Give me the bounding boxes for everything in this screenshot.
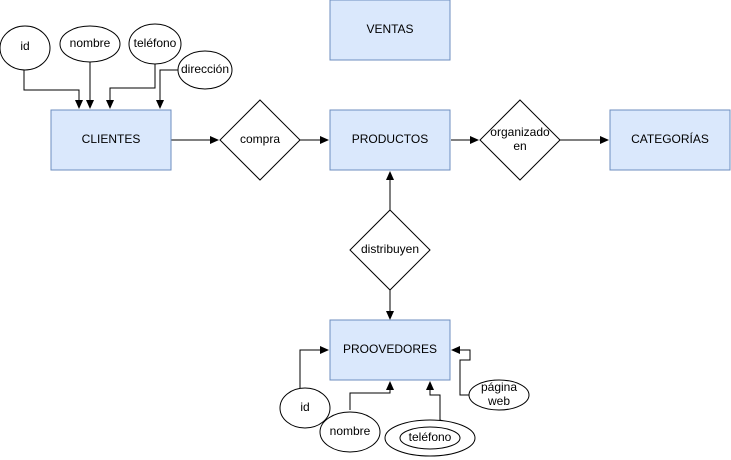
relationship-distribuyen[interactable]: distribuyen bbox=[349, 209, 431, 291]
entity-proovedores-label: PROOVEDORES bbox=[343, 342, 437, 356]
relationship-compra[interactable]: compra bbox=[219, 99, 301, 181]
relationship-organizado-label-1: organizado bbox=[490, 125, 550, 139]
attr-proovedores-telefono-label: teléfono bbox=[409, 430, 452, 444]
entity-proovedores[interactable]: PROOVEDORES bbox=[329, 319, 451, 381]
attr-proovedores-id[interactable]: id bbox=[279, 387, 331, 429]
entity-ventas-label: VENTAS bbox=[366, 22, 413, 36]
attr-proovedores-nombre-label: nombre bbox=[330, 424, 371, 438]
attr-clientes-telefono-label: teléfono bbox=[134, 36, 177, 50]
attr-pagina-label-1: página bbox=[481, 380, 517, 394]
attr-clientes-id-label: id bbox=[20, 39, 29, 53]
edge-pagina-to-proovedores bbox=[451, 346, 471, 396]
entity-clientes-label: CLIENTES bbox=[82, 132, 141, 146]
relationship-organizado-label-2: en bbox=[513, 139, 526, 153]
attr-clientes-nombre-label: nombre bbox=[70, 36, 111, 50]
attr-clientes-direccion[interactable]: dirección bbox=[177, 50, 233, 90]
attr-proovedores-telefono[interactable]: teléfono bbox=[384, 419, 476, 457]
edge-direccion-to-clientes bbox=[156, 69, 180, 109]
attr-pagina-label-2: web bbox=[487, 394, 510, 408]
edge-id-to-clientes bbox=[23, 70, 83, 109]
attr-proovedores-id-label: id bbox=[300, 400, 309, 414]
entity-productos-label: PRODUCTOS bbox=[352, 132, 428, 146]
attr-clientes-id[interactable]: id bbox=[0, 25, 51, 71]
edges bbox=[23, 62, 609, 448]
edge-telefono-to-clientes bbox=[106, 63, 156, 109]
entity-productos[interactable]: PRODUCTOS bbox=[329, 109, 451, 171]
attr-clientes-telefono[interactable]: teléfono bbox=[128, 23, 182, 65]
entity-ventas[interactable]: VENTAS bbox=[329, 0, 451, 61]
relationship-organizado-en[interactable]: organizado en bbox=[479, 99, 561, 181]
edge-prov-telefono-to-proovedores bbox=[426, 381, 441, 420]
attr-proovedores-nombre[interactable]: nombre bbox=[319, 411, 381, 453]
edge-prov-id-to-proovedores bbox=[299, 346, 329, 390]
entity-categorias-label: CATEGORÍAS bbox=[631, 131, 709, 146]
entity-categorias[interactable]: CATEGORÍAS bbox=[609, 109, 731, 171]
relationship-distribuyen-label: distribuyen bbox=[361, 242, 419, 256]
attr-clientes-direccion-label: dirección bbox=[181, 62, 229, 76]
attr-proovedores-pagina-web[interactable]: página web bbox=[468, 379, 530, 411]
attr-clientes-nombre[interactable]: nombre bbox=[59, 25, 121, 63]
relationship-compra-label: compra bbox=[240, 132, 280, 146]
entity-clientes[interactable]: CLIENTES bbox=[50, 109, 172, 171]
edge-prov-nombre-to-proovedores bbox=[349, 381, 394, 410]
